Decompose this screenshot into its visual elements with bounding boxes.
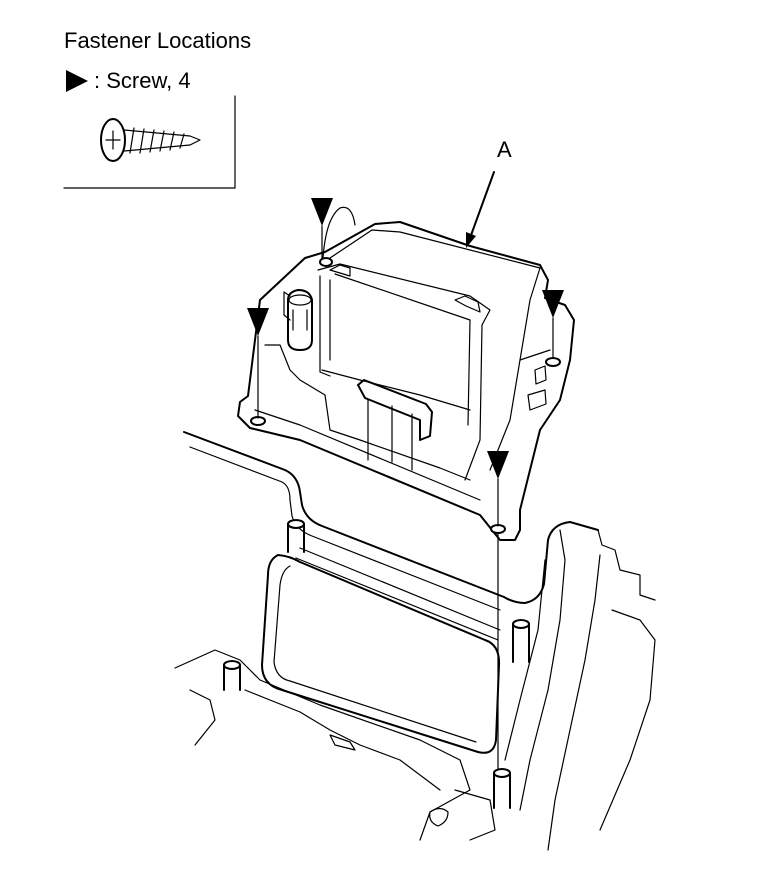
filled-triangle-marker-icon [66, 70, 88, 92]
mounting-boss-lower-right [493, 768, 511, 809]
screw-icon [100, 118, 201, 162]
wire-connector [283, 289, 313, 351]
part-a-label: A [497, 137, 512, 162]
screw-marker-1 [311, 198, 333, 259]
screw-marker-4 [487, 451, 509, 771]
center-console-floor [174, 431, 656, 851]
diagram-title: Fastener Locations [64, 28, 252, 53]
legend-label: : Screw, 4 [94, 68, 191, 93]
screw-marker-3 [542, 290, 564, 359]
screw-marker-2 [247, 308, 269, 419]
mounting-boss-upper-right [512, 619, 530, 663]
legend-row: : Screw, 4 [64, 68, 191, 94]
legend-box [63, 95, 236, 189]
mounting-boss-upper-left [287, 519, 305, 553]
part-a-leader-arrow [466, 171, 495, 248]
mounting-boss-lower-left [223, 660, 241, 691]
